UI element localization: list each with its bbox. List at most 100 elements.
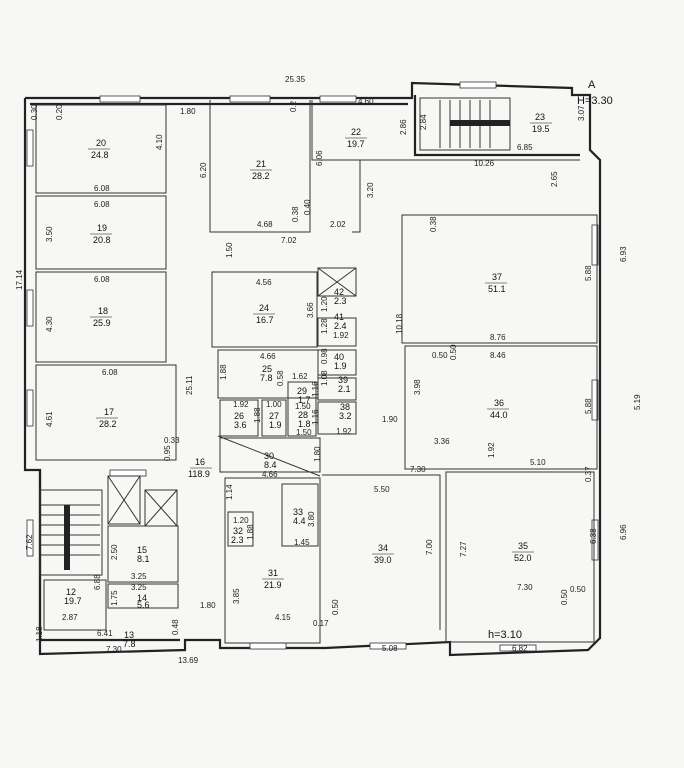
svg-text:4.15: 4.15 xyxy=(275,613,291,622)
svg-text:6.96: 6.96 xyxy=(619,524,628,540)
svg-text:33: 33 xyxy=(293,507,303,517)
svg-text:18: 18 xyxy=(98,306,108,316)
svg-text:35: 35 xyxy=(518,541,528,551)
svg-text:7.62: 7.62 xyxy=(25,534,34,550)
svg-text:0.95: 0.95 xyxy=(163,445,172,461)
svg-text:1.18: 1.18 xyxy=(35,626,44,642)
svg-text:6.08: 6.08 xyxy=(94,184,110,193)
room-15: 158.1 xyxy=(137,545,150,564)
svg-text:12: 12 xyxy=(66,587,76,597)
svg-text:25.11: 25.11 xyxy=(185,375,194,395)
svg-text:6.38: 6.38 xyxy=(589,528,598,544)
svg-text:6.08: 6.08 xyxy=(94,275,110,284)
svg-text:3.2: 3.2 xyxy=(339,411,352,421)
svg-text:7.8: 7.8 xyxy=(260,373,273,383)
svg-text:0.58: 0.58 xyxy=(276,370,285,386)
room-32: 322.3 xyxy=(231,526,244,545)
room-41: 412.4 xyxy=(334,312,347,331)
svg-text:6.08: 6.08 xyxy=(102,368,118,377)
windows xyxy=(26,81,599,652)
room-36: 36 44.0 xyxy=(487,398,509,420)
svg-text:6.08: 6.08 xyxy=(94,200,110,209)
svg-text:8.46: 8.46 xyxy=(490,351,506,360)
svg-text:32: 32 xyxy=(233,526,243,536)
interior-dimensions: 0.30 0.20 4.10 1.80 0.2 4.60 2.86 2.84 3… xyxy=(30,97,598,654)
svg-text:1.88: 1.88 xyxy=(219,364,228,380)
svg-text:0.50: 0.50 xyxy=(570,585,586,594)
svg-text:7.30: 7.30 xyxy=(410,465,426,474)
hall-height: h=3.10 xyxy=(488,629,522,641)
svg-text:7.30: 7.30 xyxy=(106,645,122,654)
svg-text:23: 23 xyxy=(535,112,545,122)
svg-text:36: 36 xyxy=(494,398,504,408)
svg-text:0.38: 0.38 xyxy=(429,216,438,232)
svg-text:7.8: 7.8 xyxy=(123,639,136,649)
svg-text:4.10: 4.10 xyxy=(155,134,164,150)
svg-text:1.50: 1.50 xyxy=(296,428,312,437)
room-33: 334.4 xyxy=(293,507,306,526)
svg-text:14: 14 xyxy=(137,593,147,603)
svg-text:1.75: 1.75 xyxy=(110,590,119,606)
svg-text:15: 15 xyxy=(137,545,147,555)
room-26: 263.6 xyxy=(234,411,247,430)
svg-text:3.6: 3.6 xyxy=(234,420,247,430)
svg-text:0.98: 0.98 xyxy=(320,348,329,364)
room-28: 281.8 xyxy=(298,410,311,429)
svg-text:3.98: 3.98 xyxy=(413,379,422,395)
outer-dimensions: 25.35 17.14 7.62 13.69 5.08 6.82 6.93 5.… xyxy=(15,75,642,665)
svg-text:1.16: 1.16 xyxy=(311,409,320,425)
svg-text:1.92: 1.92 xyxy=(487,442,496,458)
svg-text:34: 34 xyxy=(378,543,388,553)
svg-text:0.20: 0.20 xyxy=(55,104,64,120)
svg-text:44.0: 44.0 xyxy=(490,410,508,420)
svg-text:6.85: 6.85 xyxy=(517,143,533,152)
svg-text:1.28: 1.28 xyxy=(320,318,329,334)
svg-text:6.41: 6.41 xyxy=(97,629,113,638)
svg-text:27: 27 xyxy=(269,411,279,421)
svg-text:7.30: 7.30 xyxy=(517,583,533,592)
svg-text:1.14: 1.14 xyxy=(225,484,234,500)
svg-text:2.86: 2.86 xyxy=(399,119,408,135)
svg-text:7.00: 7.00 xyxy=(425,539,434,555)
axis-label: A xyxy=(588,79,596,91)
svg-text:1.00: 1.00 xyxy=(266,400,282,409)
stairs-southwest xyxy=(39,489,103,576)
svg-text:5.08: 5.08 xyxy=(382,644,398,653)
svg-text:6.82: 6.82 xyxy=(512,644,528,653)
svg-text:6.93: 6.93 xyxy=(619,246,628,262)
svg-text:3.25: 3.25 xyxy=(131,583,147,592)
svg-text:3.07: 3.07 xyxy=(577,105,586,121)
room-24: 24 16.7 xyxy=(253,303,275,325)
svg-text:20: 20 xyxy=(96,138,106,148)
svg-text:13: 13 xyxy=(124,630,134,640)
svg-text:16.7: 16.7 xyxy=(256,315,274,325)
svg-text:24: 24 xyxy=(259,303,269,313)
svg-text:0.50: 0.50 xyxy=(432,351,448,360)
svg-text:0.33: 0.33 xyxy=(164,436,180,445)
svg-text:52.0: 52.0 xyxy=(514,553,532,563)
svg-text:4.30: 4.30 xyxy=(45,316,54,332)
svg-text:1.20: 1.20 xyxy=(233,516,249,525)
svg-text:1.62: 1.62 xyxy=(292,372,308,381)
svg-text:2.1: 2.1 xyxy=(338,384,351,394)
svg-text:10.18: 10.18 xyxy=(395,313,404,334)
svg-text:4.56: 4.56 xyxy=(256,278,272,287)
room-29: 291.7 xyxy=(297,386,311,405)
room-13: 137.8 xyxy=(123,630,136,649)
svg-text:31: 31 xyxy=(268,568,278,578)
svg-text:5.6: 5.6 xyxy=(137,600,150,610)
svg-text:6.88: 6.88 xyxy=(93,574,102,590)
svg-text:1.9: 1.9 xyxy=(269,420,282,430)
room-25: 257.8 xyxy=(260,364,273,383)
svg-text:7.27: 7.27 xyxy=(459,541,468,557)
svg-text:0.50: 0.50 xyxy=(449,344,458,360)
svg-text:29: 29 xyxy=(297,386,307,396)
